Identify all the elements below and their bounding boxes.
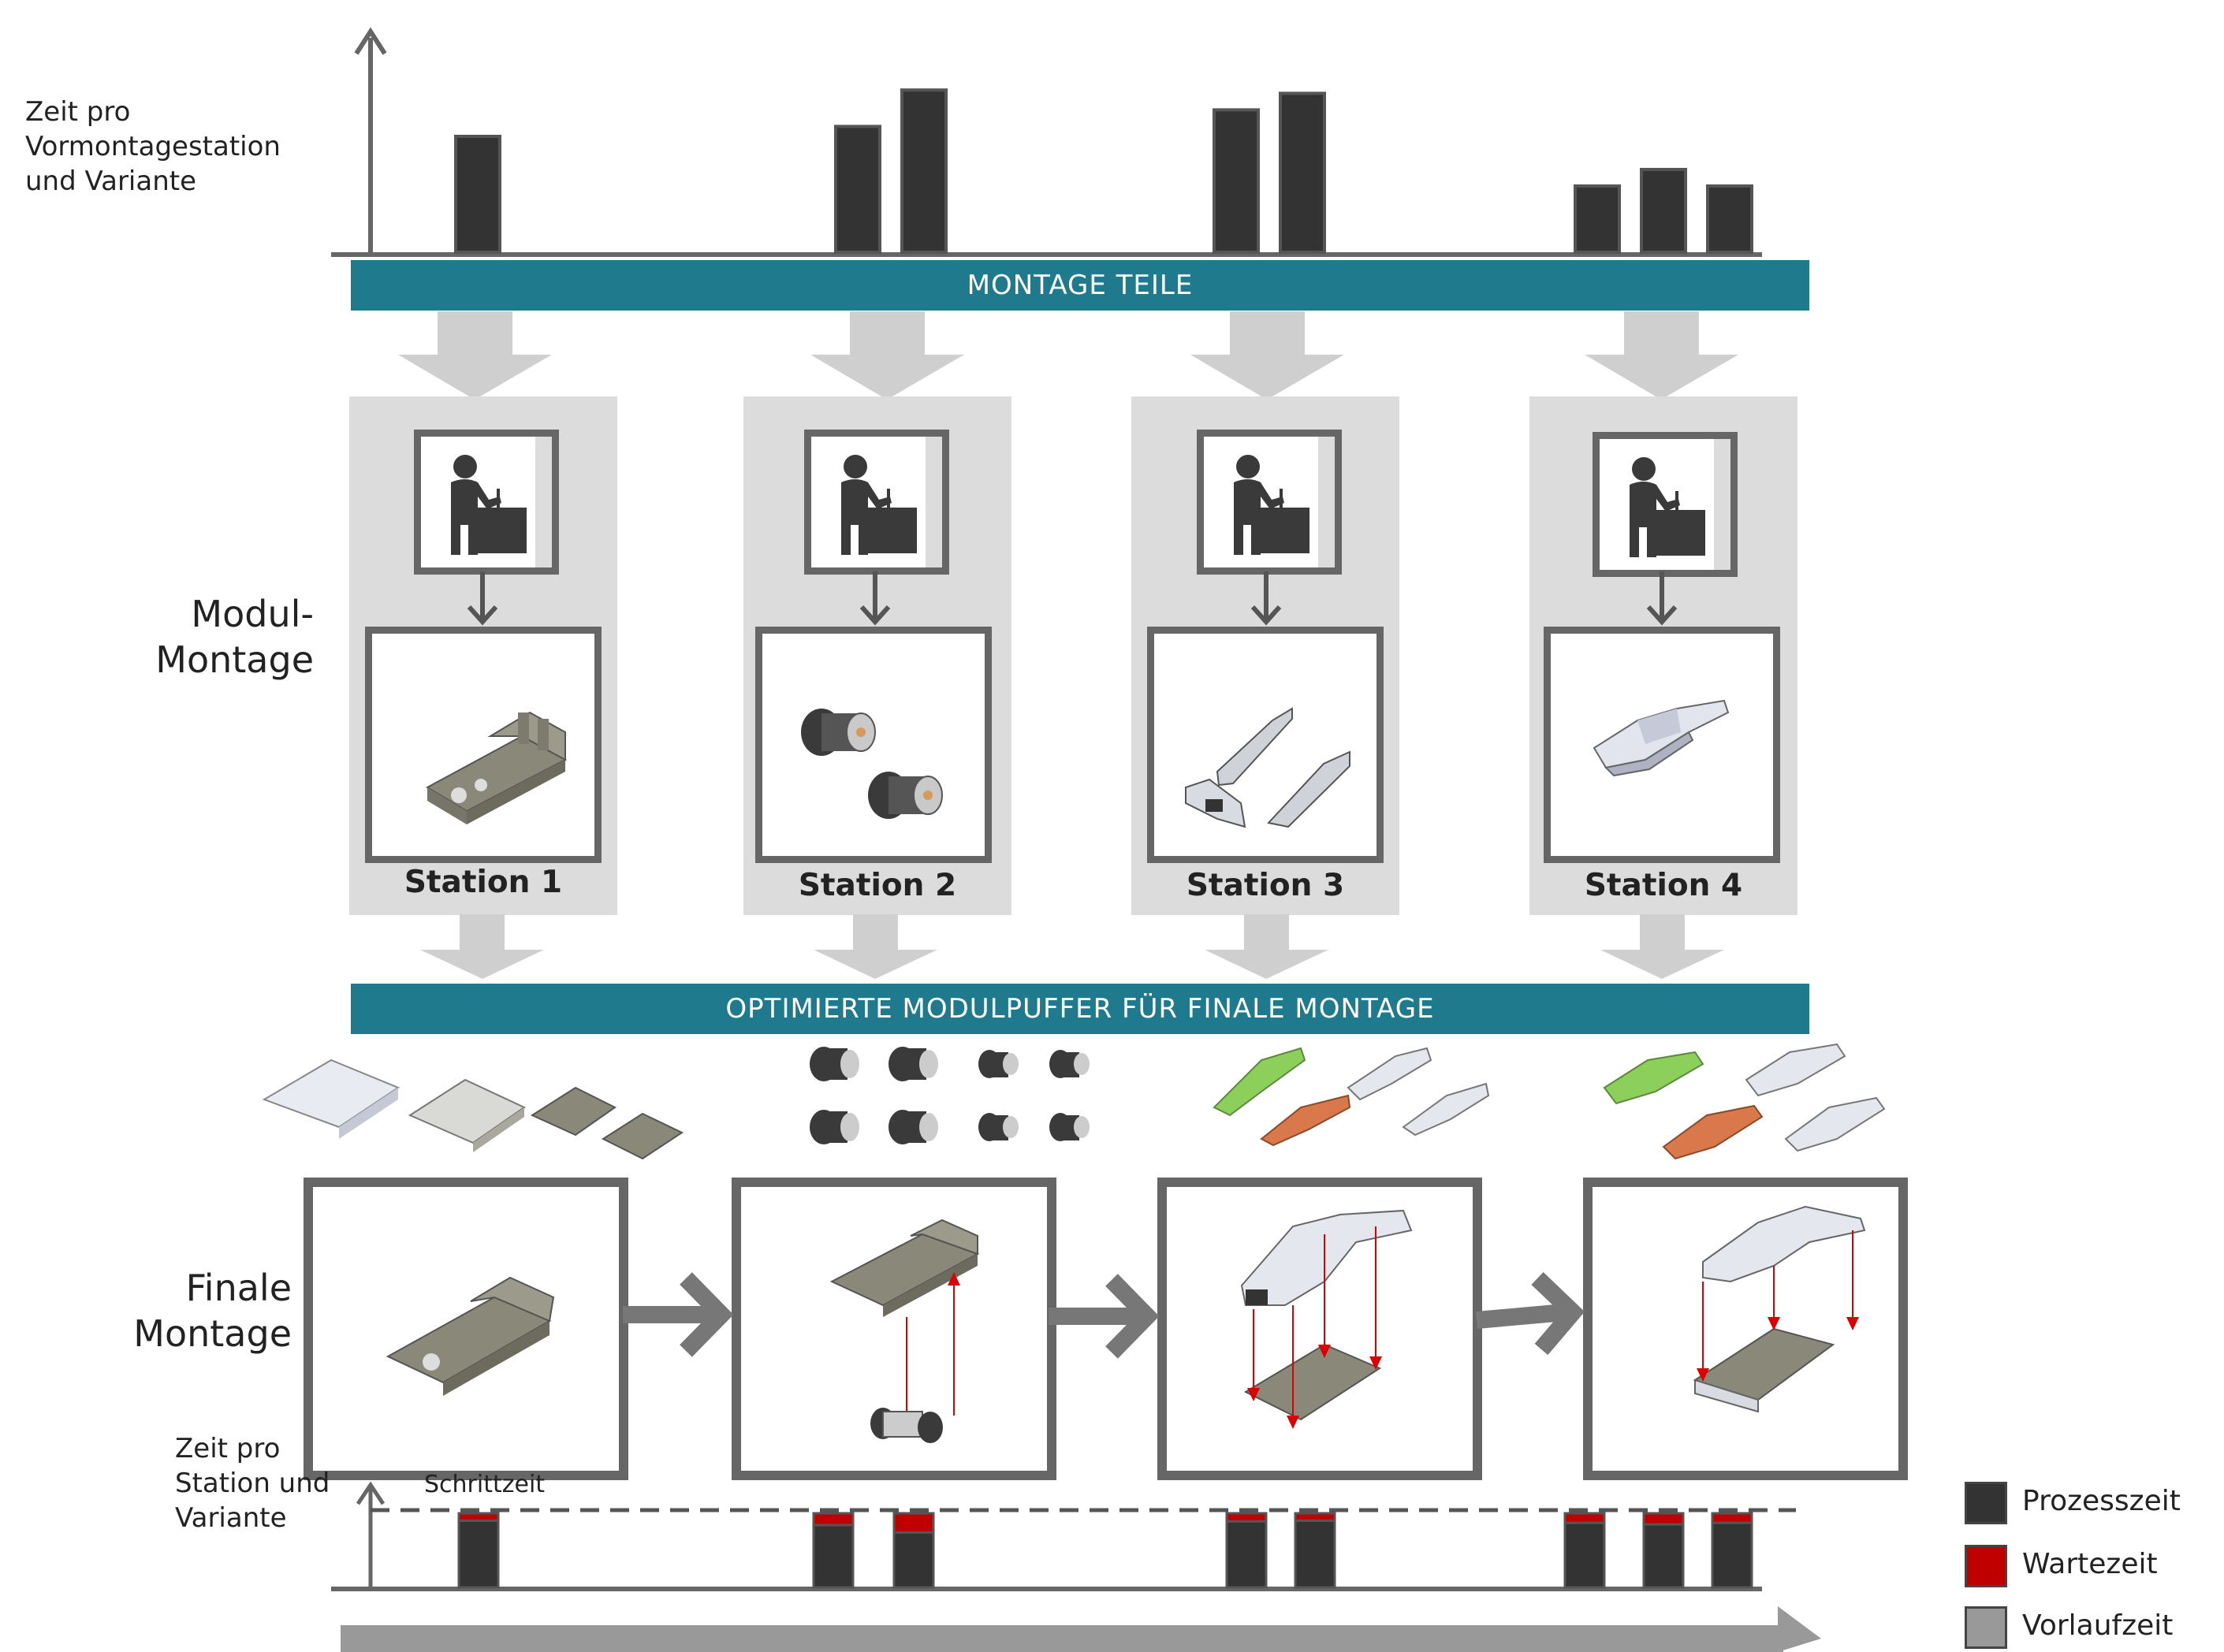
buffer-chassis-group [262,1059,684,1160]
legend-swatch-vorlaufzeit [1965,1606,2007,1649]
process-bar-2 [812,1524,855,1589]
station-name-2: Station 2 [798,868,957,903]
worker-icon [1234,437,1335,567]
vorlaufzeit-arrow [341,1606,1821,1652]
worker-icon-box-4 [1593,432,1738,577]
small-down-arrow-1 [467,605,498,626]
buffer-motor-group [810,1047,1090,1144]
final-box-3 [1157,1178,1482,1480]
process-bar-7 [1642,1523,1685,1589]
flow-arrow-1 [623,1272,734,1357]
side-panel-part-icon [1185,707,1350,828]
final-box-4 [1583,1178,1908,1480]
buffer-side-panel-group [1213,1047,1490,1147]
cover-part-icon [1593,699,1730,777]
down-arrow-mid-2 [814,914,937,979]
top-chart [331,27,1762,257]
top-bar-4-2 [1640,168,1687,254]
wait-bar-8 [1711,1512,1753,1524]
process-bar-1 [457,1519,500,1589]
process-bar-6 [1563,1521,1606,1589]
final-assembly-1-icon [386,1276,555,1396]
legend-swatch-wartezeit [1965,1545,2007,1587]
worker-icon-box-2 [804,430,949,575]
worker-icon [841,437,942,567]
worker-icon [451,437,552,567]
part-box-2 [755,627,992,863]
final-assembly-4-icon [1693,1205,1866,1413]
legend-label-vorlaufzeit: Vorlaufzeit [2022,1609,2174,1642]
wait-bar-4 [1225,1512,1268,1523]
wait-bar-7 [1642,1512,1685,1526]
top-axis-label: Zeit pro Vormontagestation und Variante [25,96,281,197]
schrittzeit-label: Schrittzeit [424,1471,546,1498]
station-name-4: Station 4 [1584,868,1743,903]
final-assembly-3-icon [1240,1209,1413,1429]
banner-modulpuffer: OPTIMIERTE MODULPUFFER FÜR FINALE MONTAG… [351,984,1809,1034]
top-bar-2-1 [834,125,881,254]
finale-montage-label: Finale Montage [133,1267,292,1355]
bottom-chart [331,1481,1821,1652]
bottom-axis-label: Zeit pro Station und Variante [175,1433,330,1534]
chassis-part-icon [425,711,568,824]
part-box-4 [1544,627,1780,863]
process-bar-4 [1225,1520,1268,1589]
worker-icon-box-3 [1197,430,1342,575]
down-arrow-4 [1585,311,1738,400]
part-box-1 [365,627,602,863]
top-bar-2-2 [900,88,948,254]
down-arrow-mid-3 [1205,914,1328,979]
part-box-3 [1147,627,1384,863]
small-down-arrow-2 [859,605,891,626]
worker-icon-box-1 [414,430,559,575]
legend-label-wartezeit: Wartezeit [2022,1548,2158,1580]
down-arrow-3 [1190,311,1344,400]
top-bar-1-1 [454,135,501,254]
process-bar-8 [1711,1521,1753,1589]
flow-arrow-3 [1476,1272,1585,1356]
flow-arrow-2 [1049,1274,1160,1359]
mid-arrows [420,914,1724,979]
final-assembly-2-icon [829,1219,980,1443]
wait-bar-3 [892,1512,935,1534]
banner-montage-teile: MONTAGE TEILE [351,260,1809,311]
top-arrows [398,311,1738,400]
final-box-2 [732,1178,1056,1480]
legend-label-prozesszeit: Prozesszeit [2022,1485,2181,1517]
final-box-1 [304,1178,628,1480]
small-down-arrow-3 [1250,605,1282,626]
modul-montage-label: Modul- Montage [155,593,314,681]
buffer-parts [262,1043,1886,1160]
legend-swatch-prozesszeit [1965,1482,2007,1524]
top-bar-3-2 [1279,91,1326,255]
station-name-3: Station 3 [1186,868,1345,903]
process-bar-5 [1294,1519,1336,1589]
wait-bar-2 [812,1512,855,1527]
station-name-1: Station 1 [404,865,563,900]
down-arrow-1 [398,311,552,400]
bottom-y-arrowhead [356,1481,386,1505]
motor-part-icon [801,709,943,819]
worker-to-part-arrows [467,571,1678,626]
down-arrow-mid-4 [1600,914,1724,979]
top-y-arrowhead [354,27,387,55]
down-arrow-2 [810,311,964,400]
down-arrow-mid-1 [420,914,544,979]
buffer-cover-group [1603,1043,1886,1160]
process-bar-3 [892,1531,935,1589]
small-down-arrow-4 [1646,605,1678,626]
top-bar-4-3 [1706,184,1753,254]
flow-arrows [623,1272,1585,1359]
worker-icon [1630,439,1730,570]
top-bar-3-1 [1213,108,1260,254]
top-bar-4-1 [1574,184,1621,254]
wait-bar-6 [1563,1512,1606,1524]
